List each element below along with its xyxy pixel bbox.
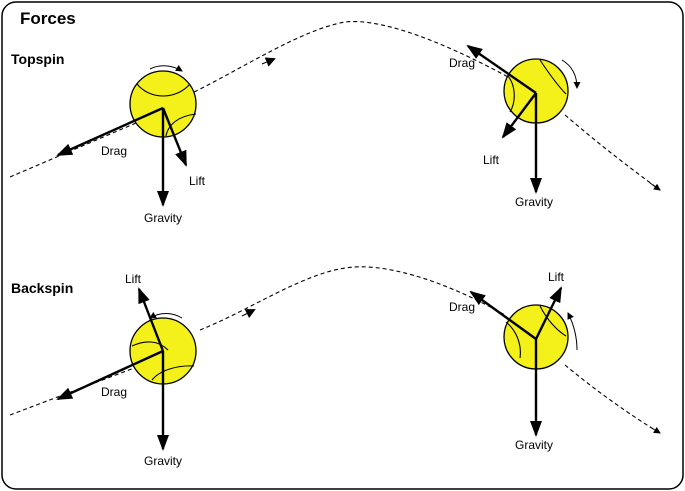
spin-direction-arrow [567, 312, 578, 351]
ball-seam [539, 59, 567, 95]
lift-arrow [534, 286, 563, 340]
topspin-trajectory [9, 20, 661, 191]
spin-direction-arrow [561, 59, 581, 89]
diagram-title: Forces [20, 9, 76, 28]
backspin-ball-right: Drag Lift Gravity [449, 270, 578, 452]
ball-seam [136, 83, 191, 97]
topspin-section: Topspin Drag Lift Gravity Drag [9, 20, 661, 225]
lift-label: Lift [125, 272, 142, 286]
topspin-end-arrow [649, 182, 661, 191]
gravity-label: Gravity [515, 438, 553, 452]
backspin-end-arrow [649, 426, 661, 434]
drag-label: Drag [101, 144, 127, 158]
lift-label: Lift [483, 153, 500, 167]
spin-direction-arrow [149, 64, 183, 72]
backspin-ball-left: Drag Lift Gravity [56, 272, 197, 468]
lift-label: Lift [189, 174, 206, 188]
gravity-label: Gravity [144, 211, 182, 225]
drag-label: Drag [449, 300, 475, 314]
backspin-heading: Backspin [11, 280, 73, 296]
topspin-ball-left: Drag Lift Gravity [56, 64, 206, 225]
gravity-label: Gravity [515, 195, 553, 209]
drag-arrow [466, 44, 537, 94]
ball-seam [507, 75, 515, 113]
drag-label: Drag [449, 56, 475, 70]
spin-direction-arrow [149, 311, 183, 319]
ball-seam [165, 113, 197, 137]
ball-seam [131, 341, 169, 351]
topspin-ball-right: Drag Lift Gravity [449, 44, 581, 209]
ball-seam [539, 305, 567, 337]
backspin-section: Backspin Drag Lift Gravity Dra [9, 266, 661, 468]
gravity-label: Gravity [144, 454, 182, 468]
topspin-heading: Topspin [11, 51, 64, 67]
drag-label: Drag [101, 385, 127, 399]
lift-arrow [137, 287, 165, 352]
lift-arrow [501, 92, 537, 139]
lift-label: Lift [548, 270, 565, 284]
lift-arrow [161, 107, 188, 167]
ball-seam [151, 365, 195, 381]
drag-arrow [56, 349, 164, 401]
drag-arrow [469, 290, 537, 340]
topspin-trajectory-arrow [261, 57, 276, 67]
drag-arrow [56, 106, 164, 157]
backspin-trajectory-arrow [241, 309, 256, 319]
ball-seam [505, 321, 521, 359]
